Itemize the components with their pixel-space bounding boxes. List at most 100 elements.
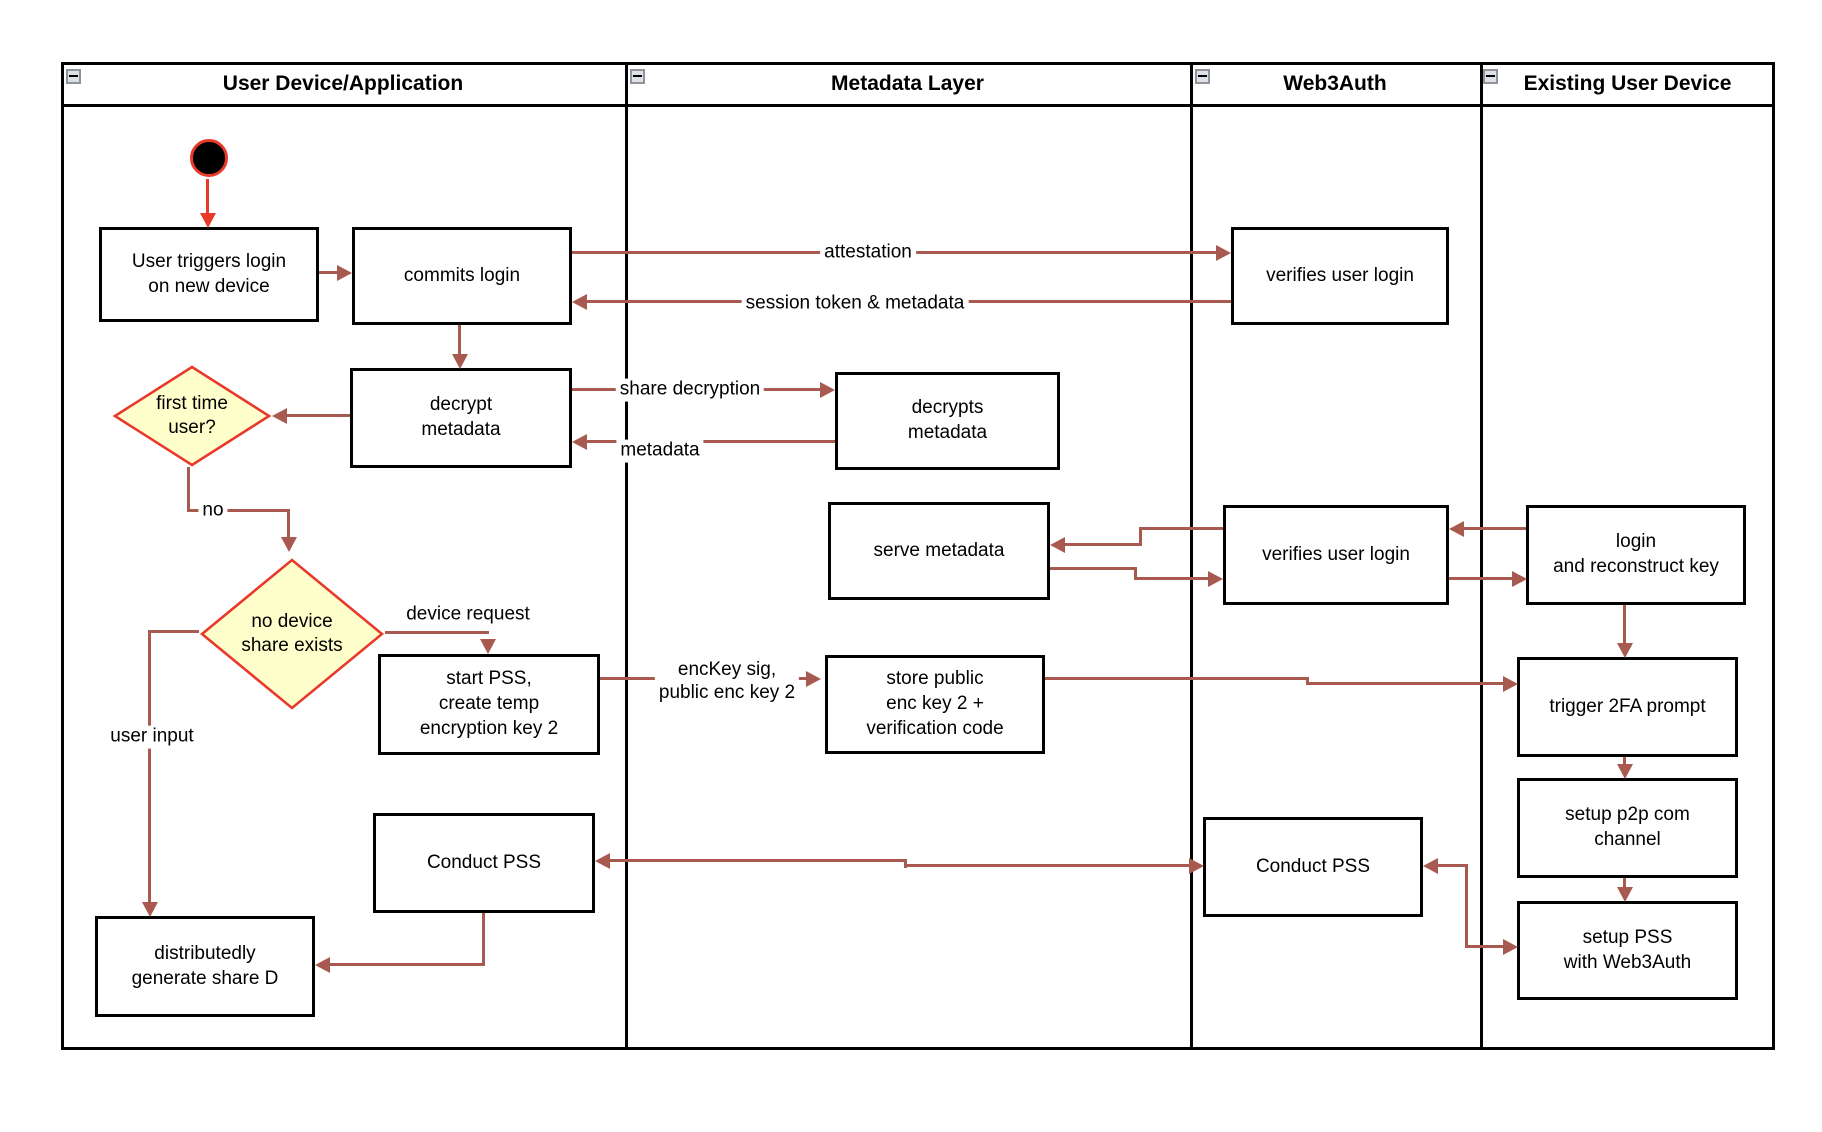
lane-border <box>1480 62 1483 1050</box>
lane-title-web3auth[interactable]: Web3Auth <box>1283 72 1387 95</box>
start-node[interactable] <box>190 139 228 177</box>
connector-line <box>1306 677 1309 685</box>
connector-line <box>610 859 907 862</box>
arrowhead <box>1216 245 1231 261</box>
node-start-pss[interactable]: start PSS, create temp encryption key 2 <box>378 654 600 755</box>
connector-line <box>330 963 485 966</box>
node-distributedly-generate-share[interactable]: distributedly generate share D <box>95 916 315 1017</box>
arrowhead <box>1189 858 1204 874</box>
diamond-shape <box>199 558 385 710</box>
connector-line <box>148 630 151 903</box>
arrowhead <box>1617 764 1633 779</box>
lane-header-separator <box>61 104 1775 107</box>
connector-line <box>1449 577 1512 580</box>
connector-line <box>1139 527 1142 546</box>
connector-line <box>907 864 1189 867</box>
connector-line <box>1050 567 1137 570</box>
connector-line <box>287 414 350 417</box>
lane-border <box>1190 62 1193 1050</box>
connector-line <box>1623 878 1626 888</box>
arrowhead <box>1423 858 1438 874</box>
lane-border <box>625 62 628 1050</box>
connector-line <box>187 509 290 512</box>
collapse-icon[interactable] <box>630 69 645 84</box>
node-verifies-user-login-mid[interactable]: verifies user login <box>1223 505 1449 605</box>
edge-label-user-input: user input <box>106 725 198 749</box>
diamond-shape <box>112 365 272 467</box>
node-login-reconstruct-key[interactable]: login and reconstruct key <box>1526 505 1746 605</box>
arrowhead <box>1512 571 1527 587</box>
arrowhead <box>142 902 158 917</box>
arrowhead <box>595 853 610 869</box>
connector-line <box>1309 682 1503 685</box>
lane-title-metadata-layer[interactable]: Metadata Layer <box>831 72 984 95</box>
node-setup-p2p[interactable]: setup p2p com channel <box>1517 778 1738 878</box>
connector-line <box>1141 527 1223 530</box>
arrowhead <box>1617 643 1633 658</box>
edge-label-attestation: attestation <box>820 241 916 265</box>
arrowhead <box>1503 939 1518 955</box>
connector-line <box>287 509 290 537</box>
edge-label-session-token: session token & metadata <box>741 292 969 316</box>
arrowhead <box>480 639 496 654</box>
arrowhead <box>820 382 835 398</box>
edge-label-share-decryption: share decryption <box>615 378 765 402</box>
arrowhead <box>1503 676 1518 692</box>
node-conduct-pss-web3auth[interactable]: Conduct PSS <box>1203 817 1423 917</box>
node-serve-metadata[interactable]: serve metadata <box>828 502 1050 600</box>
arrowhead <box>806 671 821 687</box>
connector-line <box>385 631 489 634</box>
arrowhead <box>272 408 287 424</box>
collapse-icon[interactable] <box>1195 69 1210 84</box>
connector-line <box>1134 567 1137 580</box>
node-verifies-user-login-top[interactable]: verifies user login <box>1231 227 1449 325</box>
edge-label-no: no <box>198 499 228 523</box>
arrowhead <box>572 434 587 450</box>
connector-line <box>206 179 209 215</box>
arrowhead <box>315 957 330 973</box>
node-setup-pss[interactable]: setup PSS with Web3Auth <box>1517 901 1738 1000</box>
arrowhead <box>337 265 352 281</box>
node-decrypt-metadata[interactable]: decrypt metadata <box>350 368 572 468</box>
connector-line <box>1465 864 1468 948</box>
node-store-public-enc-key[interactable]: store public enc key 2 + verification co… <box>825 655 1045 754</box>
connector-line <box>1065 543 1141 546</box>
connector-line <box>319 271 337 274</box>
connector-line <box>587 440 835 443</box>
collapse-icon[interactable] <box>66 69 81 84</box>
connector-line <box>1623 757 1626 765</box>
decision-label: no device share exists <box>241 611 343 656</box>
node-trigger-2fa[interactable]: trigger 2FA prompt <box>1517 657 1738 757</box>
connector-line <box>187 467 190 512</box>
arrowhead <box>281 537 297 552</box>
node-decrypts-metadata[interactable]: decrypts metadata <box>835 372 1060 470</box>
decision-label: first time user? <box>156 393 228 438</box>
connector-line <box>904 859 907 868</box>
connector-line <box>1464 527 1526 530</box>
arrowhead <box>1449 521 1464 537</box>
connector-line <box>1438 864 1468 867</box>
connector-line <box>1045 677 1309 680</box>
arrowhead <box>452 354 468 369</box>
arrowhead <box>1050 537 1065 553</box>
connector-line <box>1623 605 1626 644</box>
node-commits-login[interactable]: commits login <box>352 227 572 325</box>
connector-line <box>1468 945 1503 948</box>
node-conduct-pss-user-device[interactable]: Conduct PSS <box>373 813 595 913</box>
decision-no-device-share[interactable]: no device share exists <box>199 558 385 710</box>
decision-first-time-user[interactable]: first time user? <box>112 365 272 467</box>
arrowhead <box>1617 887 1633 902</box>
edge-label-device-request: device request <box>402 603 534 627</box>
lane-title-existing-user-device[interactable]: Existing User Device <box>1523 72 1732 95</box>
arrowhead <box>200 213 216 228</box>
edge-label-enckey: encKey sig, public enc key 2 <box>654 659 800 705</box>
connector-line <box>458 325 461 354</box>
connector-line <box>1137 577 1208 580</box>
node-user-triggers-login[interactable]: User triggers login on new device <box>99 227 319 322</box>
arrowhead <box>1208 571 1223 587</box>
connector-line <box>150 630 199 633</box>
arrowhead <box>572 294 587 310</box>
lane-title-user-device[interactable]: User Device/Application <box>222 72 464 95</box>
collapse-icon[interactable] <box>1483 69 1498 84</box>
